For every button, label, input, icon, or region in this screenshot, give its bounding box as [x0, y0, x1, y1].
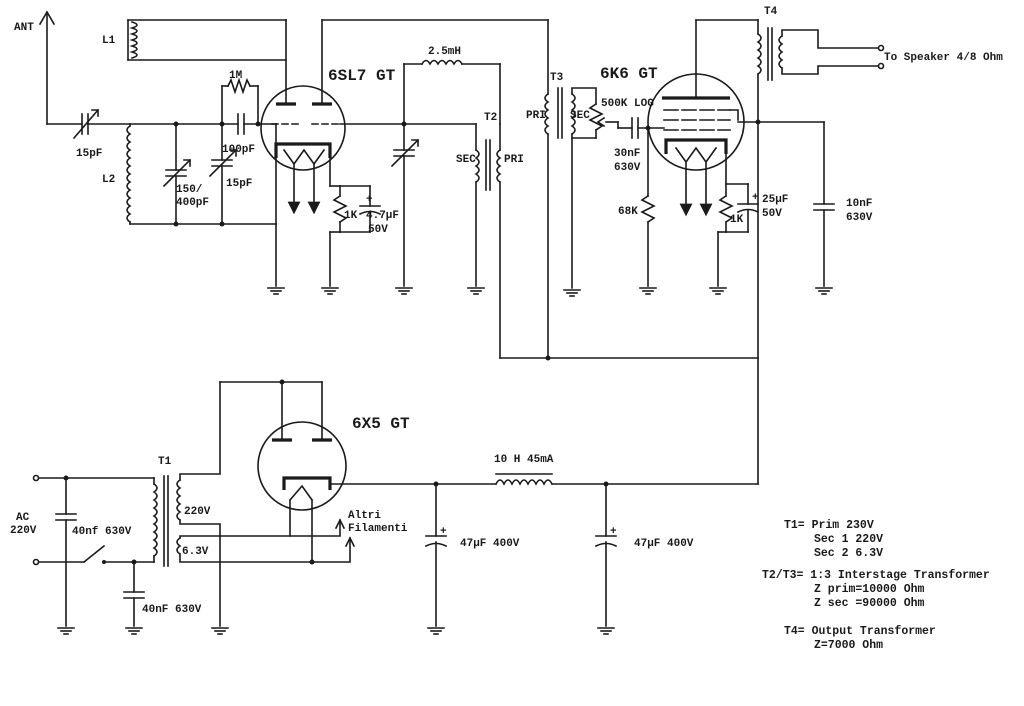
- label-speaker: To Speaker 4/8 Ohm: [884, 52, 1003, 64]
- label-40nf-top: 40nf 630V: [72, 526, 132, 538]
- label-t3-sec: SEC: [570, 110, 590, 122]
- capacitor-40nf-bottom: [123, 561, 145, 627]
- label-ac: AC: [16, 512, 30, 524]
- label-1m: 1M: [229, 70, 243, 82]
- rf-choke-2-5mh: [403, 59, 501, 66]
- capacitor-25uf: [736, 183, 760, 233]
- label-68k: 68K: [618, 206, 638, 218]
- trimmer-capacitor-15pf: [208, 123, 238, 225]
- resistor-1m: [221, 77, 259, 125]
- label-t4: T4: [764, 6, 778, 18]
- label-47uf-1: 47µF 400V: [460, 538, 520, 550]
- note-t4-a: T4= Output Transformer: [784, 625, 936, 638]
- note-t23-c: Z sec =90000 Ohm: [814, 597, 925, 610]
- label-40nf-bottom: 40nF 630V: [142, 604, 202, 616]
- ac-terminal-bottom: [32, 558, 40, 566]
- tube-6x5: [257, 381, 347, 511]
- resistor-1k-v2: [718, 183, 734, 233]
- variable-capacitor-plate: [390, 123, 420, 287]
- label-l2: L2: [102, 174, 115, 186]
- tube-label-6k6: 6K6 GT: [600, 65, 658, 83]
- label-30nf: 30nF: [614, 148, 640, 160]
- filter-capacitor-1: [424, 483, 448, 627]
- plus-25uf: +: [752, 192, 759, 204]
- tube-label-6sl7: 6SL7 GT: [328, 67, 396, 85]
- label-150: 150/: [176, 184, 203, 196]
- filter-choke-10h: [494, 473, 554, 486]
- capacitor-10nf: [813, 121, 835, 287]
- label-630v-10nf: 630V: [846, 212, 873, 224]
- note-t4-b: Z=7000 Ohm: [814, 639, 883, 652]
- resistor-68k: [640, 194, 656, 287]
- tube-6k6: [647, 19, 745, 217]
- label-1k-v2: 1K: [730, 214, 744, 226]
- label-ac-220v: 220V: [10, 525, 37, 537]
- output-transformer-t4: [756, 19, 885, 485]
- ant-trimmer-capacitor: [72, 108, 100, 140]
- label-t2-sec: SEC: [456, 154, 476, 166]
- label-t3-pri: PRI: [526, 110, 546, 122]
- capacitor-30nf: [617, 117, 665, 139]
- note-t23-b: Z prim=10000 Ohm: [814, 583, 925, 596]
- capacitor-40nf-top: [55, 477, 77, 627]
- label-100pf: 100pF: [222, 144, 255, 156]
- label-ant-cap: 15pF: [76, 148, 102, 160]
- transformer-t3: [544, 19, 597, 359]
- note-t1-a: T1= Prim 230V: [784, 519, 874, 532]
- label-10nf: 10nF: [846, 198, 872, 210]
- label-630v-30nf: 630V: [614, 162, 641, 174]
- variable-capacitor-150-400pf: [162, 123, 192, 225]
- label-altri: Altri: [348, 510, 381, 522]
- plus-4-7uf: +: [366, 194, 373, 206]
- note-t1-b: Sec 1 220V: [814, 533, 883, 546]
- label-400pf: 400pF: [176, 197, 209, 209]
- plus-47uf-1: +: [440, 526, 447, 538]
- label-10h: 10 H 45mA: [494, 454, 554, 466]
- label-2-5mh: 2.5mH: [428, 46, 461, 58]
- plus-47uf-2: +: [610, 526, 617, 538]
- label-4-7uf: 4.7µF: [366, 210, 399, 222]
- label-1k-v1: 1K: [344, 210, 358, 222]
- coil-l1: [127, 19, 287, 61]
- label-50v-v2: 50V: [762, 208, 782, 220]
- transformer-t2: [474, 123, 502, 359]
- label-t2: T2: [484, 112, 497, 124]
- filter-capacitor-2: [594, 483, 618, 627]
- label-15pf: 15pF: [226, 178, 252, 190]
- antenna: [38, 10, 56, 125]
- label-l1: L1: [102, 35, 116, 47]
- label-25uf: 25µF: [762, 194, 788, 206]
- label-filamenti: Filamenti: [348, 523, 408, 535]
- note-t23-a: T2/T3= 1:3 Interstage Transformer: [762, 569, 990, 582]
- resistor-1k-v1: [332, 185, 348, 233]
- label-47uf-2: 47µF 400V: [634, 538, 694, 550]
- label-t1: T1: [158, 456, 172, 468]
- label-t1-6-3v: 6.3V: [182, 546, 209, 558]
- power-transformer-t1: [152, 475, 182, 567]
- note-t1-c: Sec 2 6.3V: [814, 547, 883, 560]
- potentiometer-500k: [571, 102, 619, 139]
- label-pot: 500K LOG: [601, 98, 654, 110]
- tube-label-6x5: 6X5 GT: [352, 415, 410, 433]
- label-t3: T3: [550, 72, 564, 84]
- ac-terminal-top: [32, 474, 40, 482]
- label-ant: ANT: [14, 22, 34, 34]
- tube-6sl7: [260, 19, 346, 215]
- power-switch: [82, 544, 106, 564]
- label-t1-220v: 220V: [184, 506, 211, 518]
- coil-l2: [126, 123, 132, 225]
- label-t2-pri: PRI: [504, 154, 524, 166]
- capacitor-4-7uf: [358, 185, 382, 233]
- label-50v-v1: 50V: [368, 224, 388, 236]
